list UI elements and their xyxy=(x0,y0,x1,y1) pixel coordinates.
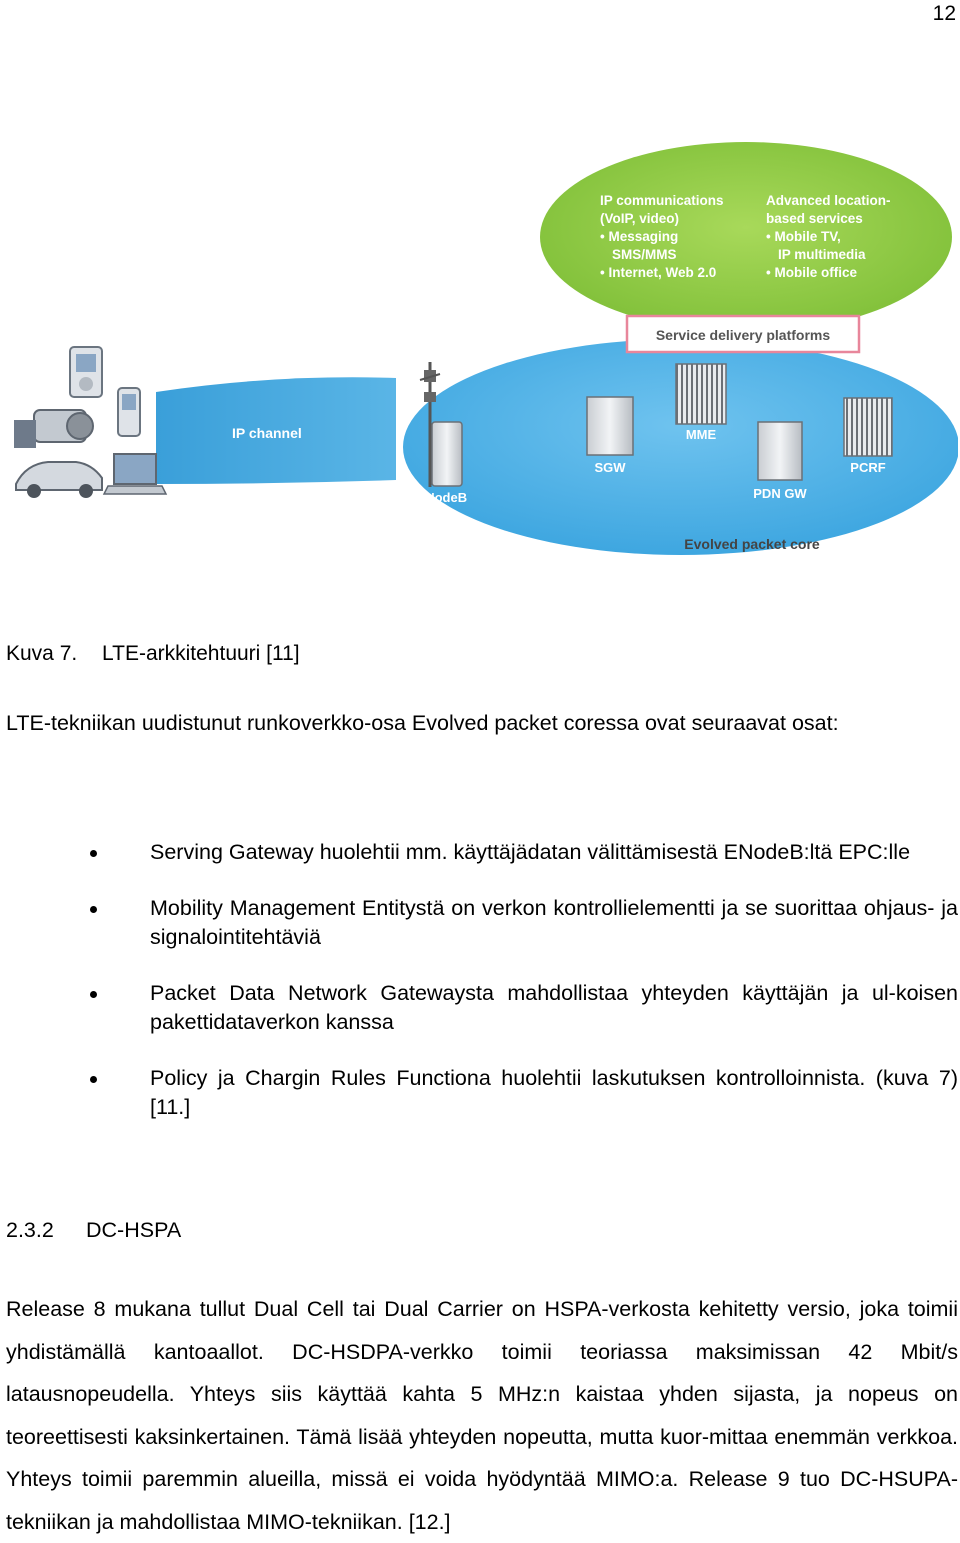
services-right-title: Advanced location- xyxy=(766,193,891,208)
services-ellipse xyxy=(540,142,952,332)
bullet-dot xyxy=(90,1076,97,1083)
section-title: DC-HSPA xyxy=(86,1218,182,1242)
figure-caption: Kuva 7. LTE-arkkitehtuuri [11] xyxy=(6,642,300,666)
laptop-icon xyxy=(102,453,168,495)
pdn-gw-label: PDN GW xyxy=(753,486,807,501)
sgw-node: SGW xyxy=(586,396,634,475)
mme-label: MME xyxy=(686,427,717,442)
sgw-label: SGW xyxy=(594,460,626,475)
list-item: Packet Data Network Gatewaysta mahdollis… xyxy=(90,979,958,1037)
services-right-subtitle: based services xyxy=(766,211,863,226)
list-item: Mobility Management Entitystä on verkon … xyxy=(90,894,958,952)
body-paragraph: Release 8 mukana tullut Dual Cell tai Du… xyxy=(6,1297,958,1534)
camcorder-icon xyxy=(14,409,94,448)
section-heading: 2.3.2 DC-HSPA xyxy=(6,1218,181,1243)
caption-text: LTE-arkkitehtuuri [11] xyxy=(102,642,300,665)
pdn-gw-node: PDN GW xyxy=(753,421,807,501)
bullet-dot xyxy=(90,850,97,857)
list-item-text: Serving Gateway huolehtii mm. käyttäjäda… xyxy=(150,840,911,864)
core-label: Evolved packet core xyxy=(684,536,820,552)
lte-architecture-figure: IP communications (VoIP, video) • Messag… xyxy=(6,112,959,560)
services-left-subtitle: (VoIP, video) xyxy=(600,211,679,226)
page-number: 12 xyxy=(932,2,956,25)
caption-label: Kuva 7. xyxy=(6,642,78,665)
ip-channel-label: IP channel xyxy=(232,425,302,441)
car-icon xyxy=(15,461,103,498)
section-number: 2.3.2 xyxy=(6,1218,54,1242)
list-item: Serving Gateway huolehtii mm. käyttäjäda… xyxy=(90,838,958,867)
core-ellipse xyxy=(403,339,959,555)
services-left-item-2: SMS/MMS xyxy=(612,247,677,262)
services-right-item-3: • Mobile office xyxy=(766,265,857,280)
intro-paragraph: LTE-tekniikan uudistunut runkoverkko-osa… xyxy=(6,711,839,735)
services-right-item-1: • Mobile TV, xyxy=(766,229,841,244)
pcrf-label: PCRF xyxy=(850,460,885,475)
services-left-item-1: • Messaging xyxy=(600,229,678,244)
ip-channel xyxy=(156,377,396,484)
services-left-title: IP communications xyxy=(600,193,724,208)
service-delivery-box xyxy=(625,314,861,354)
enodeb-label: eNodeB xyxy=(418,490,467,505)
mobile-devices xyxy=(14,346,168,498)
bullet-dot xyxy=(90,991,97,998)
enodeb-tower-icon xyxy=(419,362,463,487)
pcrf-node: PCRF xyxy=(843,397,893,475)
bullet-dot xyxy=(90,906,97,913)
services-left-item-3: • Internet, Web 2.0 xyxy=(600,265,716,280)
list-item-text: Mobility Management Entitystä on verkon … xyxy=(150,896,958,949)
mme-node: MME xyxy=(675,363,727,442)
list-item: Policy ja Chargin Rules Functiona huoleh… xyxy=(90,1064,958,1122)
list-item-text: Policy ja Chargin Rules Functiona huoleh… xyxy=(150,1066,958,1119)
list-item-text: Packet Data Network Gatewaysta mahdollis… xyxy=(150,981,958,1034)
service-delivery-label: Service delivery platforms xyxy=(656,327,831,343)
services-right-item-2: IP multimedia xyxy=(778,247,866,262)
component-list: Serving Gateway huolehtii mm. käyttäjäda… xyxy=(90,838,958,1149)
